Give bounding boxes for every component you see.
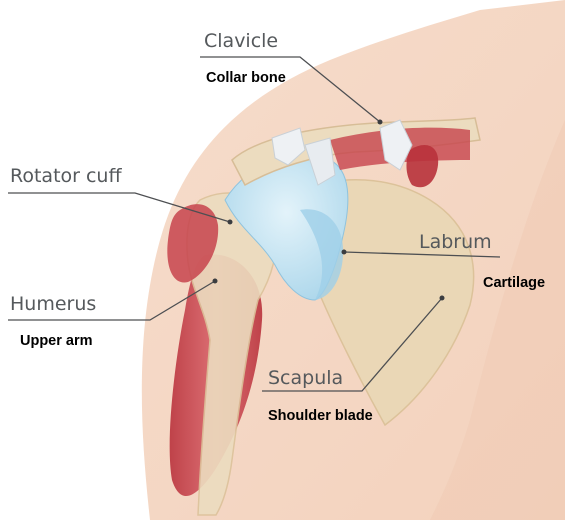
collar-bone-label: Collar bone (206, 70, 286, 86)
clavicle-label: Clavicle (204, 30, 278, 52)
labrum-pointer (342, 250, 347, 255)
humerus-pointer (213, 279, 218, 284)
scapula-pointer (440, 296, 445, 301)
scapula-label: Scapula (268, 367, 343, 389)
labrum-label: Labrum (419, 231, 492, 253)
humerus-label: Humerus (10, 293, 96, 315)
shoulder-blade-label: Shoulder blade (268, 408, 373, 424)
clavicle-pointer (378, 120, 383, 125)
upper-arm-label: Upper arm (20, 333, 93, 349)
rotator-cuff-label: Rotator cuff (10, 165, 122, 187)
cartilage-label: Cartilage (483, 275, 545, 291)
rotator-cuff-pointer (228, 220, 233, 225)
